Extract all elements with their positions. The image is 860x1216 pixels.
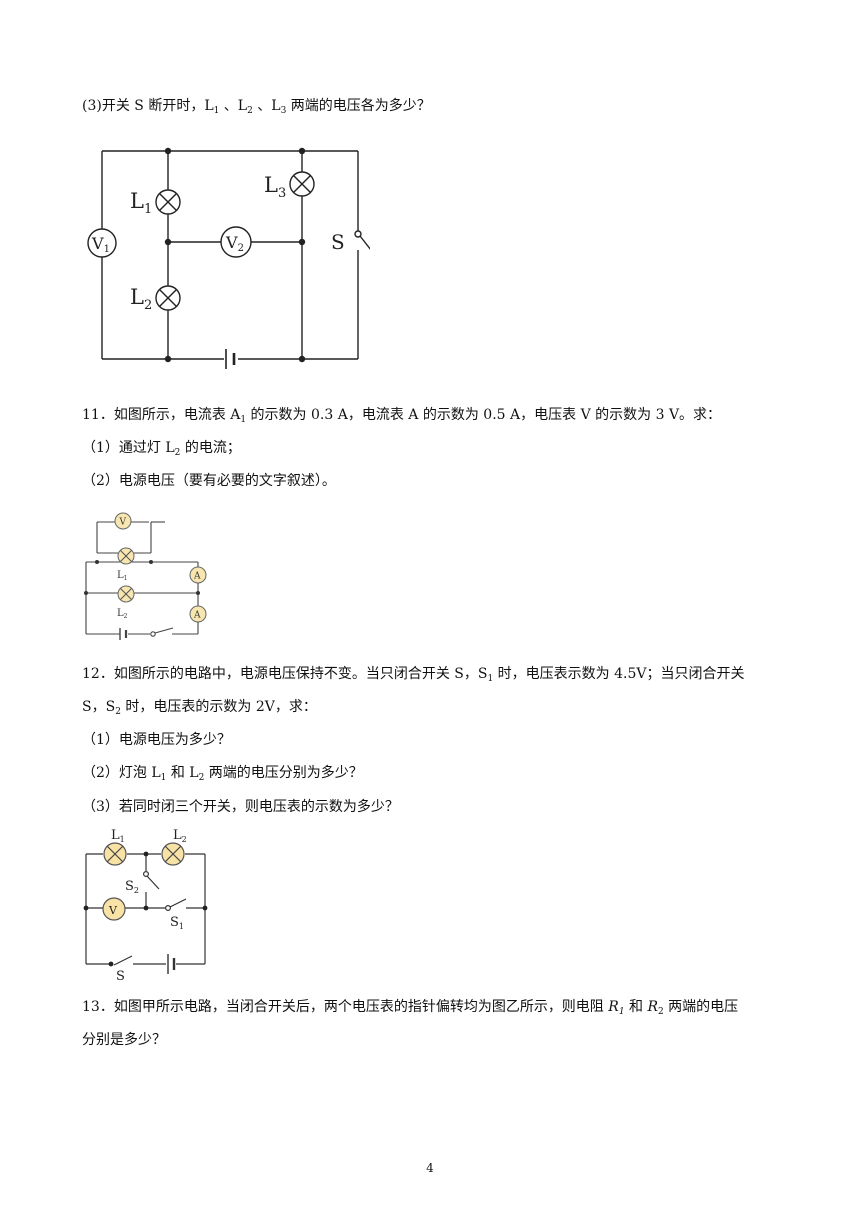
lamp-l2-label: L2 bbox=[130, 285, 152, 313]
circuit-figure-1: L1 L2 L3 V1 V2 S bbox=[87, 147, 370, 369]
voltmeter-v2-label: V2 bbox=[225, 233, 244, 254]
voltmeter-v-label: V bbox=[119, 518, 127, 528]
switch-s2-label: S2 bbox=[125, 879, 139, 895]
q13-line2: 分别是多少？ bbox=[82, 1032, 166, 1048]
voltmeter-v-label: V bbox=[108, 904, 118, 917]
q11-part1: （1）通过灯 L2 的电流； bbox=[82, 440, 241, 458]
q13-line1: 13．如图甲所示电路，当闭合开关后，两个电压表的指针偏转均为图乙所示，则电阻 R… bbox=[82, 999, 739, 1017]
ammeter-a-label: A bbox=[193, 611, 201, 621]
switch-s-label: S bbox=[116, 969, 125, 980]
switch-s1-label: S1 bbox=[170, 915, 184, 931]
q11-stem: 11．如图所示，电流表 A1 的示数为 0.3 A，电流表 A 的示数为 0.5… bbox=[82, 407, 722, 425]
q11-part2: （2）电源电压（要有必要的文字叙述）。 bbox=[82, 473, 336, 489]
q12-part3: （3）若同时闭三个开关，则电压表的示数为多少？ bbox=[82, 799, 399, 815]
q12-stem-line1: 12．如图所示的电路中，电源电压保持不变。当只闭合开关 S，S1 时，电压表示数… bbox=[82, 666, 745, 684]
page-number: 4 bbox=[426, 1161, 434, 1175]
q12-stem-line2: S，S2 时，电压表的示数为 2V，求： bbox=[82, 699, 317, 717]
q12-part2: （2）灯泡 L1 和 L2 两端的电压分别为多少？ bbox=[82, 765, 363, 783]
lamp-l1-label: L1 bbox=[111, 828, 125, 844]
lamp-l2-label: L2 bbox=[173, 828, 187, 844]
circuit-figure-2: V A A L1 L2 bbox=[84, 512, 207, 640]
lamp-l2-label: L2 bbox=[117, 608, 128, 620]
switch-s-label: S bbox=[331, 230, 345, 254]
circuit-figure-3: L1 L2 V S2 S1 S bbox=[83, 828, 208, 980]
lamp-l3-label: L3 bbox=[264, 173, 286, 201]
q12-part1: （1）电源电压为多少？ bbox=[82, 732, 231, 748]
voltmeter-v1-label: V1 bbox=[91, 234, 110, 255]
lamp-l1-label: L1 bbox=[117, 570, 127, 582]
q10-part3: (3)开关 S 断开时，L1 、L2 、L3 两端的电压各为多少？ bbox=[82, 98, 431, 116]
ammeter-a1-label: A bbox=[193, 572, 201, 582]
lamp-l1-label: L1 bbox=[130, 189, 152, 217]
